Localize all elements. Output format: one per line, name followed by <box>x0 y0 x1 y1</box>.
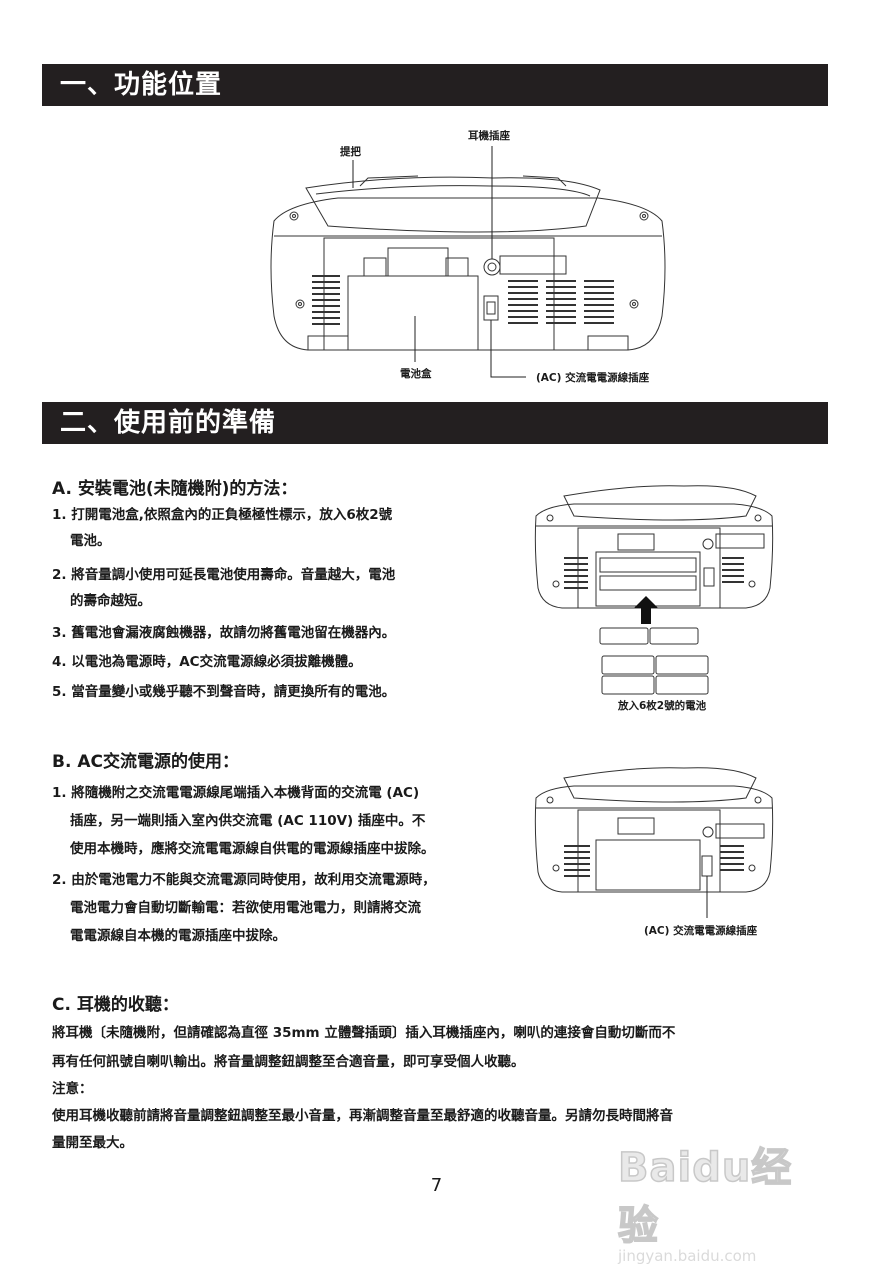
rear-view-illustration <box>270 146 666 378</box>
list-item: 5. 當音量變小或幾乎聽不到聲音時，請更換所有的電池。 <box>52 684 396 700</box>
label-battery-box: 電池盒 <box>400 368 432 380</box>
heading-headphones: C. 耳機的收聽： <box>52 995 179 1015</box>
rear-view-diagram: 耳機插座 提把 電池盒 (AC) 交流電電源線插座 <box>268 126 668 386</box>
caption-six-batteries: 放入6枚2號的電池 <box>618 700 707 712</box>
ac-socket-diagram: (AC) 交流電電源線插座 <box>534 762 784 942</box>
note-line2: 量開至最大。 <box>52 1135 133 1151</box>
list-item: 1. 將隨機附之交流電電源線尾端插入本機背面的交流電 (AC) 插座，另一端則插… <box>52 785 435 857</box>
battery-install-illustration <box>534 485 774 695</box>
heading-ac-power: B. AC交流電源的使用： <box>52 752 239 772</box>
list-item: 2. 由於電池電力不能與交流電源同時使用，故利用交流電源時， 電池電力會自動切斷… <box>52 872 436 944</box>
label-handle: 提把 <box>340 146 361 158</box>
watermark-brand: Baidu经验 <box>617 1144 793 1250</box>
list-item: 4. 以電池為電源時，AC交流電源線必須拔離機體。 <box>52 654 362 670</box>
label-headphone-jack: 耳機插座 <box>468 130 510 142</box>
heading-install-batteries: A. 安裝電池(未隨機附)的方法： <box>52 479 298 499</box>
section-title-function-locations: 一、功能位置 <box>42 64 828 106</box>
list-item: 1. 打開電池盒,依照盒內的正負極極性標示，放入6枚2號 電池。 <box>52 507 393 549</box>
note-line1: 使用耳機收聽前請將音量調整鈕調整至最小音量，再漸調整音量至最舒適的收聽音量。另請… <box>52 1108 673 1124</box>
watermark-url: jingyan.baidu.com <box>618 1247 757 1265</box>
paragraph-headphones-line2: 再有任何訊號自喇叭輸出。將音量調整鈕調整至合適音量，即可享受個人收聽。 <box>52 1054 525 1070</box>
list-item: 3. 舊電池會漏液腐蝕機器，故請勿將舊電池留在機器內。 <box>52 625 396 641</box>
ac-socket-illustration <box>534 767 774 918</box>
baidu-watermark: Baidu经验 jingyan.baidu.com <box>617 1135 828 1265</box>
page-number: 7 <box>430 1175 443 1196</box>
section-title-preparation: 二、使用前的準備 <box>42 402 828 444</box>
battery-install-diagram: 放入6枚2號的電池 <box>534 478 774 714</box>
list-item: 2. 將音量調小使用可延長電池使用壽命。音量越大，電池 的壽命越短。 <box>52 567 396 609</box>
note-label: 注意： <box>52 1081 93 1097</box>
label-ac-socket: (AC) 交流電電源線插座 <box>536 372 650 384</box>
caption-ac-socket: (AC) 交流電電源線插座 <box>644 925 758 937</box>
paragraph-headphones-line1: 將耳機〔未隨機附，但請確認為直徑 35mm 立體聲插頭〕插入耳機插座內，喇叭的連… <box>52 1025 676 1041</box>
